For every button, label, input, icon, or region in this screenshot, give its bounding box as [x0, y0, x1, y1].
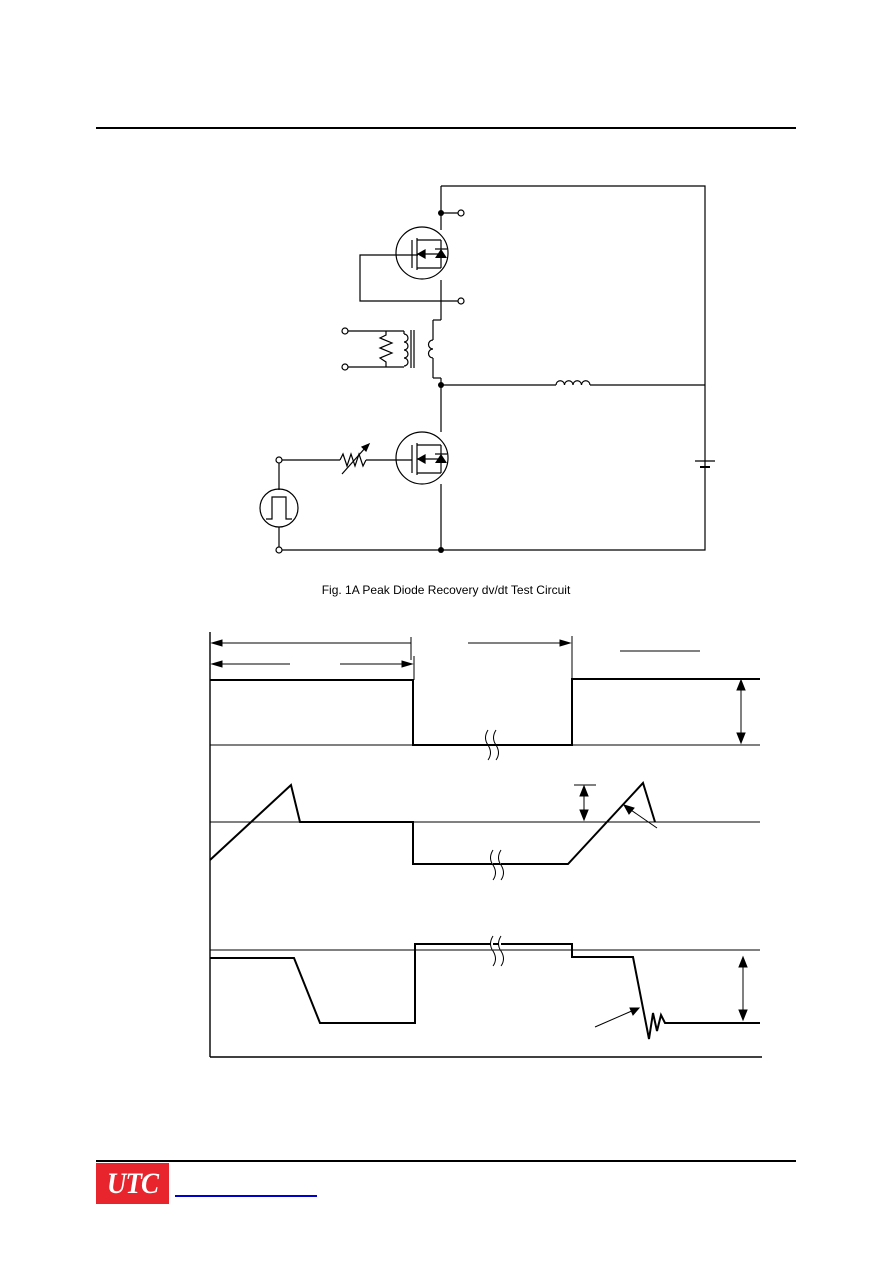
upper-mosfet-symbol [395, 226, 449, 280]
circuit-wiring [278, 185, 706, 551]
break-mark-2 [490, 849, 504, 881]
utc-logo: UTC [96, 1163, 169, 1204]
header-rule [96, 127, 796, 129]
reverse-recovery-arrow [574, 784, 596, 822]
gate-drive-waveform [210, 678, 760, 746]
lower-mosfet-symbol [395, 431, 449, 485]
break-mark-1 [485, 729, 499, 761]
junction-dots [438, 210, 444, 553]
figure-caption: Fig. 1A Peak Diode Recovery dv/dt Test C… [321, 583, 571, 597]
variable-resistor-symbol [339, 442, 371, 475]
di-dt-pointer [622, 804, 658, 829]
diode-current-waveform [209, 781, 656, 865]
timing-dimension-arrows [210, 636, 700, 680]
footer-rule [96, 1160, 796, 1162]
website-link[interactable] [175, 1195, 317, 1197]
inductor-symbol [555, 380, 591, 386]
battery-symbol [695, 460, 715, 468]
terminals [275, 209, 465, 554]
diode-voltage-waveform [210, 943, 760, 1040]
pulse-generator-symbol [259, 488, 299, 528]
current-transformer-symbol [378, 330, 434, 368]
dv-dt-pointer [594, 1007, 641, 1028]
voltage-amplitude-arrow [738, 955, 748, 1022]
gate-amplitude-arrow [736, 678, 746, 745]
break-mark-3 [490, 935, 504, 967]
waveform-axes [209, 632, 762, 1058]
waveform-baselines [210, 744, 760, 951]
